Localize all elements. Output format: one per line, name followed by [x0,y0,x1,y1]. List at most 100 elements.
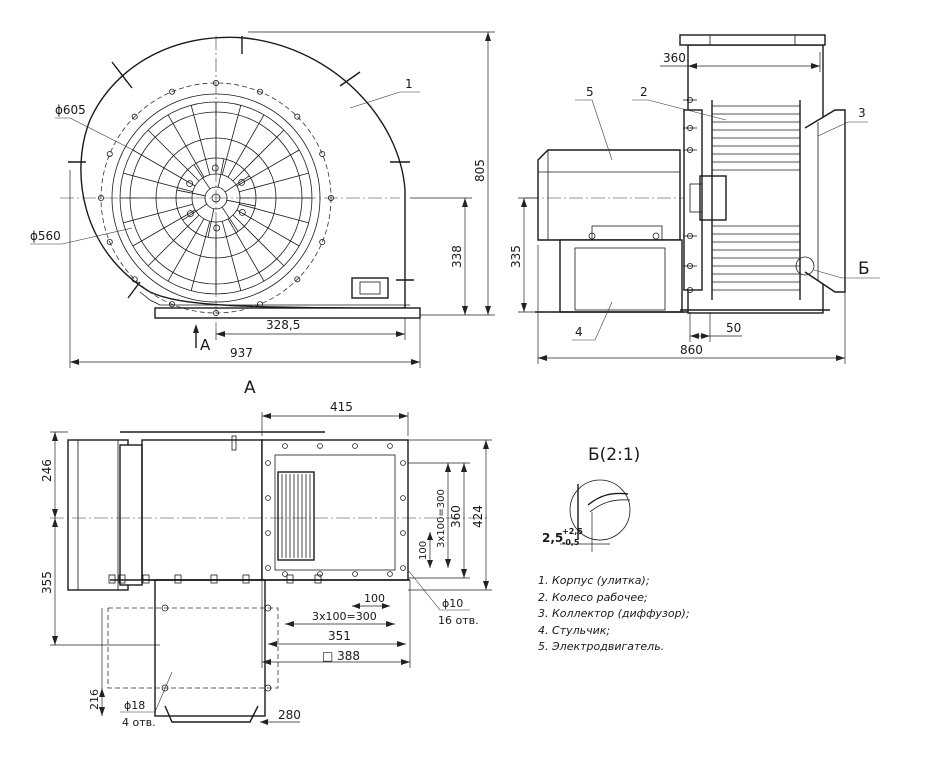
bottom-bolt [242,574,250,584]
detail-tol-upper: +2,5 [562,527,583,536]
bottom-bolt [142,574,150,584]
flange-hole [317,571,323,577]
front-view: 1 ϕ605 ϕ560 805 338 328,5 937 A [30,31,495,368]
stand-footprint [107,607,279,689]
hub-bolt [211,164,219,172]
detail-b-mark: Б [858,259,870,279]
hub-bolt [238,208,246,216]
dim-h216: 216 [88,689,101,710]
dim-holes4: 4 отв. [122,716,156,729]
bottom-bolt [118,574,126,584]
dim-w328: 328,5 [266,318,300,332]
callout-4: 4 [575,325,583,339]
dim-pitch-v: 3x100=300 [436,489,447,548]
bolt-hole [319,239,326,246]
flange-bolt-holes [98,80,334,316]
motor-body [537,149,681,241]
dim-h424: 424 [471,505,485,528]
flange-hole [400,495,406,501]
hub-rib [217,158,225,188]
bolt-hole [319,150,326,157]
spoke [232,129,285,182]
hub-rib [226,199,256,207]
flange-hole [282,443,288,449]
flange-hole [265,530,271,536]
spoke [236,149,300,187]
stand-mount-holes [161,604,272,692]
legend-item: 1. Корпус (улитка); [538,574,650,587]
hub-rib [176,189,206,197]
callout-3: 3 [858,106,866,120]
flange-hole [400,460,406,466]
hub-rib [207,208,215,238]
bolt-hole [106,150,113,157]
bolt-hole [257,88,264,95]
detail-tol-lower: -0,5 [562,538,580,547]
dim-w415: 415 [330,400,353,414]
flange-hole [400,565,406,571]
impeller-hub [699,175,727,221]
motor-stand [559,239,683,313]
flange-hole [265,460,271,466]
legend-item: 2. Колесо рабочее; [538,590,648,604]
flange-hole [265,495,271,501]
dim-d560: ϕ560 [30,229,61,243]
stand-hole [161,684,169,692]
flange-hole [317,443,323,449]
bolt-hole [106,239,113,246]
hub-bolt [238,178,246,186]
flange-hole [400,530,406,536]
spoke [123,203,193,224]
view-a-motor [67,439,129,591]
outlet-grille [281,474,311,558]
bolt-hole [98,194,105,201]
spoke [227,114,265,178]
detail-b-title: Б(2:1) [588,445,640,465]
stand-hole [264,604,272,612]
legend-item: 5. Электродвигатель. [538,640,665,654]
dim-h355: 355 [40,571,54,594]
bolt-hole [131,113,138,120]
bolt-circle-605 [100,82,332,314]
bolt-hole [294,276,301,283]
spoke [227,218,265,282]
spoke [239,172,309,193]
volute-housing-outline [80,36,406,309]
flange-hole [387,571,393,577]
flange-hole [352,443,358,449]
dim-hole18: ϕ18 [124,699,145,712]
view-a-housing [141,439,263,581]
bolt-hole [168,88,175,95]
bottom-bolt [210,574,218,584]
callout-5: 5 [586,85,594,99]
spoke [147,129,200,182]
dim-w860: 860 [680,343,703,357]
hub-rib [193,164,211,190]
flange-hole [282,571,288,577]
spoke [221,221,242,291]
dim-d605: ϕ605 [55,103,86,117]
detail-b: Б(2:1) 2,5 +2,5 -0,5 [542,445,640,552]
dim-h246: 246 [40,459,54,482]
spoke [232,214,285,267]
dim-h360-a: 360 [449,505,463,528]
dim-w100: 100 [364,592,385,605]
bolt-hole [168,301,175,308]
terminal-box [351,277,389,299]
hub-bolt [186,210,194,218]
legend-item: 3. Коллектор (диффузор); [538,607,690,621]
bottom-bolt [174,574,182,584]
outlet-flange [261,439,409,581]
callout-2: 2 [640,85,648,99]
scroll-housing-side [687,44,824,314]
dim-w351: 351 [328,629,351,643]
dim-w50: 50 [726,321,741,335]
bolt-hole [327,194,334,201]
bolt-hole [131,276,138,283]
outlet-flange-holes [265,443,406,577]
dim-holes16: 16 отв. [438,614,479,627]
impeller-blades [711,100,801,300]
detail-b-circle [795,256,815,276]
detail-gap: 2,5 [542,531,563,545]
bolt-hole [294,113,301,120]
